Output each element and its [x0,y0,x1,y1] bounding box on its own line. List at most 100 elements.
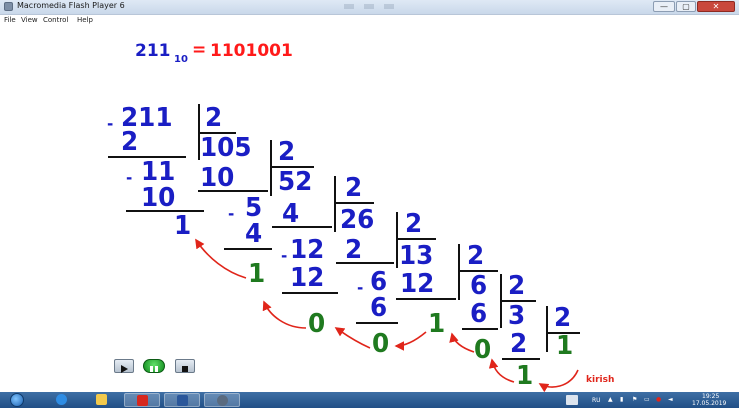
divisor-2: 2 [278,137,296,167]
stop-button[interactable] [175,359,195,373]
subtract-12: 12 [290,263,325,293]
division-bar-vertical [458,244,460,300]
remainder-1: 1 [248,259,266,289]
minus-sign: - [107,114,114,133]
dividend-211: 211 [121,103,173,133]
pdf-icon [137,395,148,406]
word-icon [177,395,188,406]
subtract-line [272,226,332,228]
arrow [449,332,475,353]
network-icon[interactable]: ▮ [620,396,624,403]
minimize-button[interactable]: — [653,1,675,12]
remainder-0: 0 [474,335,492,365]
taskbar-internet-explorer[interactable] [44,393,80,407]
remainder-row-12: 12 [290,235,325,265]
remainder-0: 0 [308,309,326,339]
taskbar: RU ▲ ▮ ⚑ ▭ ● ◄ 19:25 17.05.2019 [0,392,739,408]
final-remainder-1: 1 [516,361,534,391]
alert-icon[interactable]: ● [656,396,662,403]
divisor-2: 2 [467,241,485,271]
clock-date[interactable]: 17.05.2019 [692,400,727,407]
minus-sign: - [126,168,133,187]
taskbar-pdf-reader[interactable] [124,393,160,407]
divisor-underline [198,132,236,134]
tray-arrow-icon[interactable]: ▲ [608,396,613,403]
close-button[interactable]: ✕ [697,1,735,12]
subtract-line [396,298,456,300]
internet-explorer-icon [56,394,67,405]
pen-tablet-icon[interactable] [566,395,578,405]
subtract-2: 2 [121,127,139,157]
volume-icon[interactable]: ◄ [668,396,673,403]
folder-icon [96,394,107,405]
quotient-3: 3 [508,301,526,331]
minus-sign: - [228,204,235,223]
menu-control[interactable]: Control [43,16,69,24]
minus-sign: - [357,278,364,297]
divisor-underline [458,270,498,272]
taskbar-flash-player[interactable] [204,393,240,407]
battery-icon[interactable]: ▭ [644,396,650,403]
language-indicator[interactable]: RU [592,397,601,404]
subtract-line [126,210,204,212]
arrow [538,369,579,392]
play-button[interactable] [114,359,134,373]
subtract-6: 6 [470,299,488,329]
quotient-26: 26 [340,205,375,235]
dimmed-window-controls [344,4,394,9]
pause-button[interactable] [143,359,165,373]
subtract-6: 6 [370,293,388,323]
menu-help[interactable]: Help [77,16,93,24]
subtract-10: 10 [141,183,176,213]
divisor-underline [334,202,374,204]
divisor-2: 2 [554,303,572,333]
remainder-row-5: 5 [245,193,263,223]
quotient-1: 1 [556,331,574,361]
subtract-line [198,190,268,192]
subtract-12: 12 [400,269,435,299]
arrow [262,300,307,329]
menu-file[interactable]: File [4,16,16,24]
remainder-row-6: 6 [370,267,388,297]
play-icon [121,365,128,373]
equation-equals: = [192,40,207,60]
quotient-105: 105 [200,133,252,163]
subtract-line [336,262,394,264]
subtract-2: 2 [345,235,363,265]
quotient-52: 52 [278,167,313,197]
flash-stage: 211 10 = 1101001 - 211 2 2 105 - 11 10 1… [0,26,739,392]
remainder-0: 0 [372,329,390,359]
clock-time[interactable]: 19:25 [702,393,720,400]
flag-icon[interactable]: ⚑ [632,396,638,403]
arrow [488,358,515,383]
taskbar-word[interactable] [164,393,200,407]
menu-view[interactable]: View [21,16,38,24]
remainder-1: 1 [174,211,192,241]
divisor-2: 2 [508,271,526,301]
subtract-2: 2 [510,329,528,359]
remainder-row-11: 11 [141,157,176,187]
quotient-13: 13 [399,241,434,271]
subtract-4: 4 [245,219,263,249]
division-bar-vertical [396,212,398,268]
window-title: Macromedia Flash Player 6 [17,1,125,10]
divisor-2: 2 [205,103,223,133]
subtract-line [502,358,540,360]
minus-sign: - [281,246,288,265]
flash-player-icon [217,395,228,406]
subtract-4: 4 [282,199,300,229]
start-button[interactable] [10,393,24,407]
maximize-button[interactable]: ▢ [676,1,696,12]
equation-base: 10 [174,54,188,65]
title-bar: Macromedia Flash Player 6 — ▢ ✕ [0,0,739,15]
taskbar-file-explorer[interactable] [84,393,120,407]
menu-bar: File View Control Help [0,15,739,25]
quotient-6: 6 [470,271,488,301]
system-tray: RU ▲ ▮ ⚑ ▭ ● ◄ 19:25 17.05.2019 [560,392,739,408]
pause-icon [150,366,158,372]
remainder-1: 1 [428,309,446,339]
divisor-underline [500,300,536,302]
arrow [195,238,247,279]
divisor-underline [396,238,436,240]
division-bar-vertical [546,306,548,352]
